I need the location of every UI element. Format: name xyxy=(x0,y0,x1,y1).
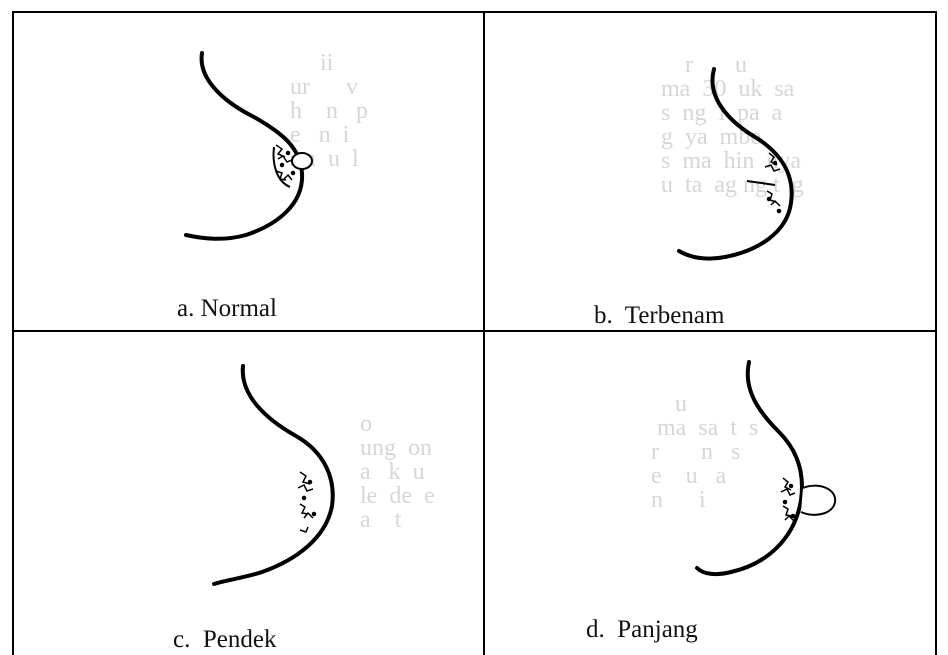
short-nipple-illustration xyxy=(14,332,483,655)
panel-normal: ii ur v h n p e n i s a u l a. Normal xyxy=(14,13,483,330)
panel-long: u ma sa t s r n s e u a n i d. Panjang xyxy=(485,332,935,655)
long-nipple-illustration xyxy=(485,332,935,655)
panel-caption: c. Pendek xyxy=(173,627,276,652)
panel-caption: a. Normal xyxy=(177,296,277,321)
panel-caption: d. Panjang xyxy=(586,617,698,642)
frame-right-border xyxy=(935,11,937,655)
panel-caption: b. Terbenam xyxy=(594,303,724,328)
normal-nipple-illustration xyxy=(14,13,483,330)
panel-short: o ung on a k u le de e a t c. Pendek xyxy=(14,332,483,655)
inverted-nipple-illustration xyxy=(485,13,935,330)
panel-inverted: r u ma 30 uk sa s ng i pa a g ya mbe s m… xyxy=(485,13,935,330)
